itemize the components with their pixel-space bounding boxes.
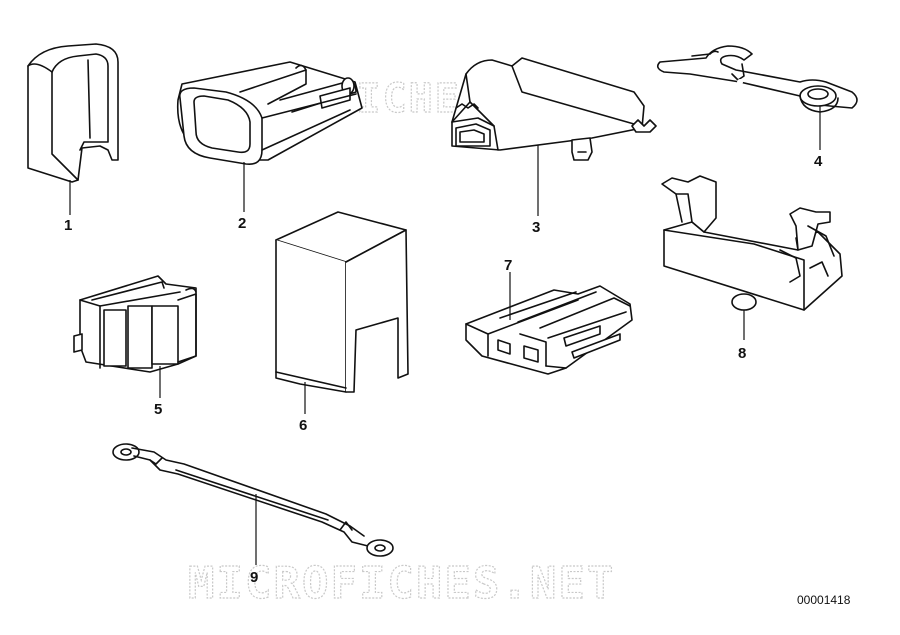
part-3-angled-cover [451, 57, 657, 161]
watermark-bottom: MICROFICHES.NET [188, 558, 615, 609]
callout-9: 9 [250, 569, 258, 586]
part-2-oval-connector-housing [176, 61, 363, 166]
part-7-ribbed-connector [465, 285, 633, 375]
callout-3: 3 [532, 219, 540, 236]
part-5-block-connector [73, 275, 197, 373]
callout-2: 2 [238, 215, 246, 232]
callout-8: 8 [738, 345, 746, 362]
callout-4: 4 [814, 153, 823, 170]
callout-6: 6 [299, 417, 307, 434]
part-8-holder-bracket [661, 175, 843, 311]
part-4-grommet-strap [656, 45, 858, 113]
callout-7: 7 [504, 257, 512, 274]
document-id: 00001418 [797, 593, 851, 607]
callout-5: 5 [154, 401, 162, 418]
part-9-ground-strap [112, 443, 394, 557]
part-1-cap-sleeve [27, 43, 119, 183]
part-6-rectangular-cap [275, 211, 409, 393]
callout-1: 1 [64, 217, 72, 234]
